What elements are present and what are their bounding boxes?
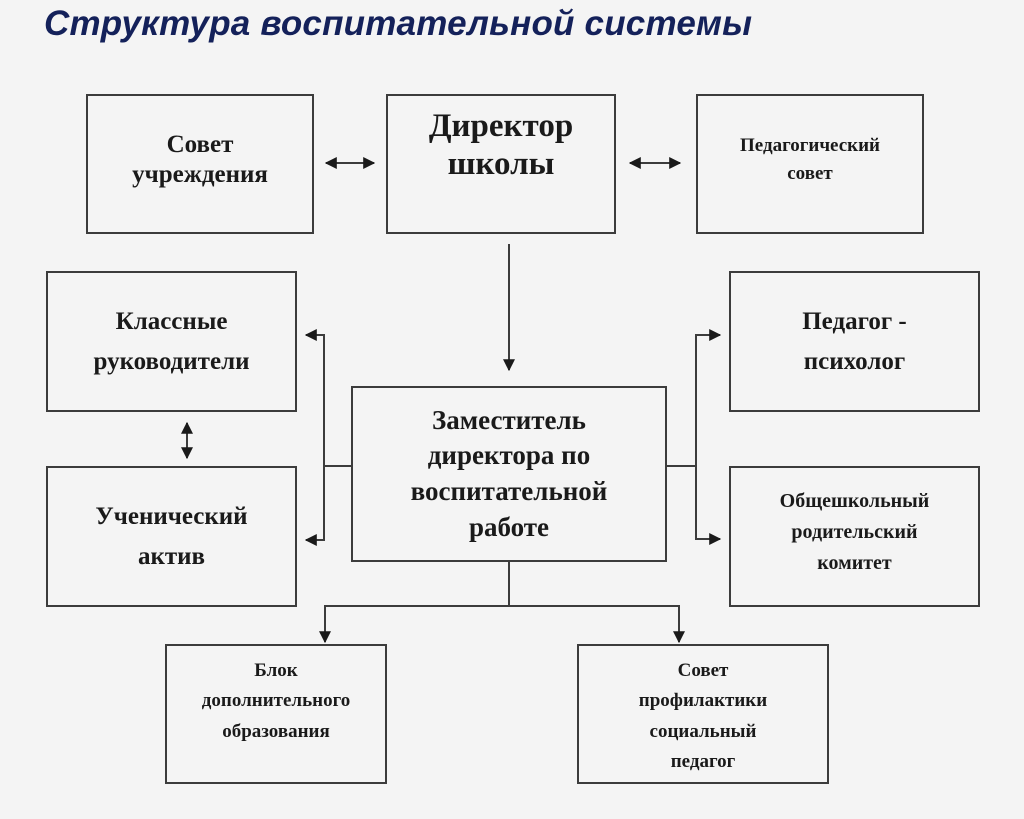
node-council: Совет учреждения — [86, 94, 314, 234]
page-title: Структура воспитательной системы — [44, 4, 753, 43]
node-psychologist: Педагог - психолог — [729, 271, 980, 412]
arrow-to-psychologist — [695, 329, 722, 466]
node-ped-council: Педагогический совет — [696, 94, 924, 234]
arrow-to-prevention-council — [509, 605, 685, 644]
node-director: Директор школы — [386, 94, 616, 234]
node-extra-education-label: Блок дополнительного образования — [201, 660, 351, 742]
node-extra-education: Блок дополнительного образования — [165, 644, 387, 784]
arrow-to-extra-education — [319, 605, 509, 644]
arrow-to-class-teachers — [304, 329, 325, 466]
node-prevention-council-label: Совет профилактики социальный педагог — [638, 660, 768, 773]
node-director-label: Директор школы — [428, 108, 574, 182]
arrow-to-student-activists — [304, 466, 325, 546]
node-ped-council-label: Педагогический совет — [740, 134, 880, 185]
node-class-teachers-label: Классные руководители — [93, 307, 250, 375]
node-parent-committee-label: Общешкольный родительский комитет — [779, 490, 930, 574]
node-parent-committee: Общешкольный родительский комитет — [729, 466, 980, 607]
node-deputy-label: Заместитель директора по воспитательной … — [410, 404, 608, 542]
node-psychologist-label: Педагог - психолог — [802, 307, 907, 375]
arrow-to-parent-committee — [695, 466, 722, 545]
node-class-teachers: Классные руководители — [46, 271, 297, 412]
node-prevention-council: Совет профилактики социальный педагог — [577, 644, 829, 784]
node-student-activists: Ученический актив — [46, 466, 297, 607]
node-student-activists-label: Ученический актив — [95, 502, 248, 570]
node-council-label: Совет учреждения — [132, 131, 268, 188]
node-deputy: Заместитель директора по воспитательной … — [351, 386, 667, 562]
